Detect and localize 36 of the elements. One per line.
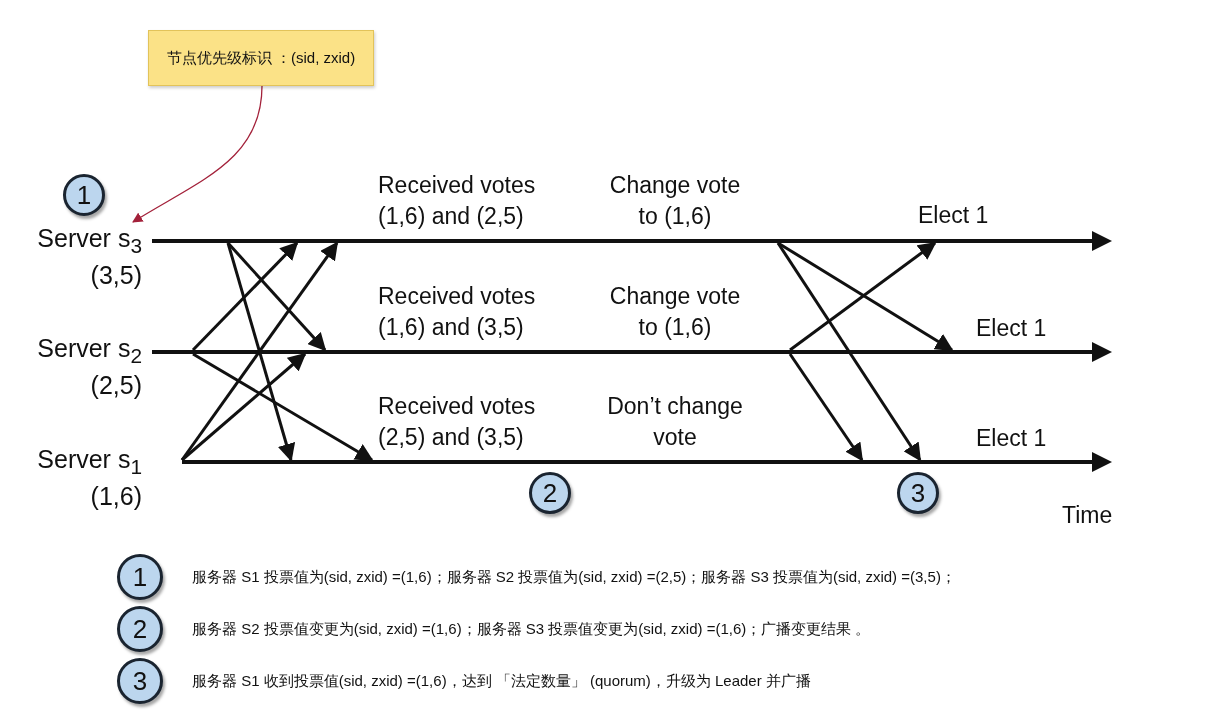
- message-arrow: [180, 241, 339, 461]
- result-label: Elect 1: [976, 314, 1048, 343]
- step-circle: 3: [117, 658, 163, 704]
- step-description: 服务器 S1 投票值为(sid, zxid) =(1,6)；服务器 S2 投票值为(sid, zxid) =(2,5)；服务器 S3 投票值为(sid, zxid) =(3,5)；: [192, 568, 956, 587]
- server-label: Server s$_{1}$: [36, 444, 142, 480]
- event-label: Received votes (1,6) and (2,5): [378, 171, 537, 232]
- step-circle: 2: [529, 472, 571, 514]
- event-label: Don’t change vote: [606, 392, 744, 453]
- event-label: Change vote to (1,6): [608, 282, 742, 343]
- message-arrow: [789, 241, 937, 352]
- message-arrow: [181, 352, 307, 462]
- message-arrow: [788, 353, 864, 462]
- server-label: (2,5): [89, 370, 142, 402]
- step-circle: 3: [897, 472, 939, 514]
- result-label: Elect 1: [918, 201, 990, 230]
- server-label: (1,6): [89, 481, 142, 513]
- step-description: 服务器 S2 投票值变更为(sid, zxid) =(1,6)；服务器 S3 投票值变更为(sid, zxid) =(1,6)；广播变更结果 。: [192, 620, 871, 639]
- result-label: Elect 1: [976, 424, 1048, 453]
- message-arrow: [191, 241, 299, 352]
- event-label: Received votes (2,5) and (3,5): [378, 392, 537, 453]
- event-label: Received votes (1,6) and (3,5): [378, 282, 537, 343]
- message-arrow: [777, 241, 954, 352]
- step-circle: 1: [117, 554, 163, 600]
- leader-arrow: [132, 85, 263, 223]
- server-label: Server s$_{3}$: [36, 223, 142, 259]
- step-description: 服务器 S1 收到投票值(sid, zxid) =(1,6)，达到 「法定数量」 (quorum)，升级为 Leader 并广播: [192, 672, 811, 691]
- message-arrow: [776, 242, 922, 462]
- event-label: Change vote to (1,6): [608, 171, 742, 232]
- axis-label: Time: [1062, 501, 1114, 530]
- message-arrow: [226, 242, 296, 462]
- step-circle: 1: [63, 174, 105, 216]
- message-arrow: [192, 352, 374, 462]
- step-circle: 2: [117, 606, 163, 652]
- server-label: Server s$_{2}$: [36, 333, 142, 369]
- note-box: 节点优先级标识 ：(sid, zxid): [148, 30, 374, 86]
- server-label: (3,5): [89, 260, 142, 292]
